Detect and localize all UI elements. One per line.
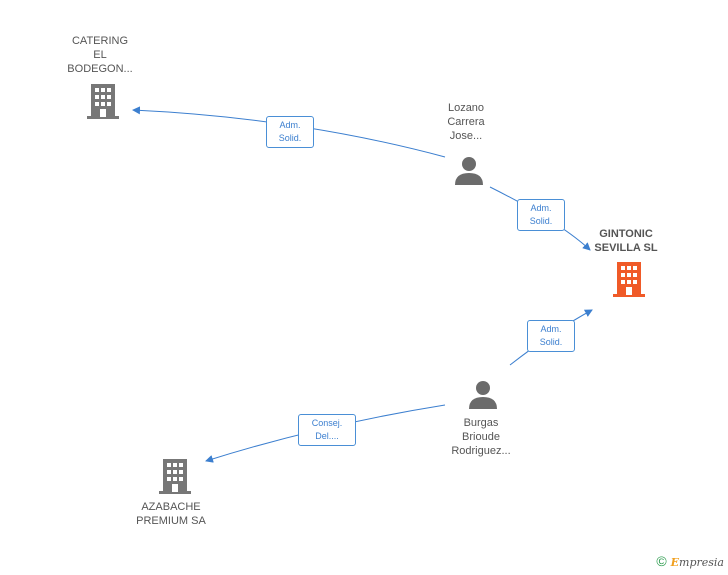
building-icon[interactable]: [612, 262, 646, 298]
node-label-gintonic: GINTONIC SEVILLA SL: [594, 228, 658, 254]
building-icon[interactable]: [158, 459, 192, 495]
copyright-icon: ©: [656, 553, 667, 569]
person-icon[interactable]: [454, 155, 484, 185]
node-label-burgas: Burgas Brioude Rodriguez...: [451, 417, 511, 457]
footer-brand: ©Empresia: [656, 553, 724, 569]
edge-label-lozano-gintonic[interactable]: Adm. Solid.: [517, 199, 565, 231]
person-icon[interactable]: [468, 379, 498, 409]
node-label-lozano: Lozano Carrera Jose...: [447, 102, 485, 142]
edge-label-lozano-catering[interactable]: Adm. Solid.: [266, 116, 314, 148]
brand-logo[interactable]: Empresia: [670, 556, 724, 569]
building-icon[interactable]: [86, 84, 120, 120]
node-label-catering: CATERING EL BODEGON...: [67, 35, 133, 75]
edge-label-burgas-gintonic[interactable]: Adm. Solid.: [527, 320, 575, 352]
node-label-azabache: AZABACHE PREMIUM SA: [136, 501, 206, 527]
edge-label-burgas-azabache[interactable]: Consej. Del....: [298, 414, 356, 446]
